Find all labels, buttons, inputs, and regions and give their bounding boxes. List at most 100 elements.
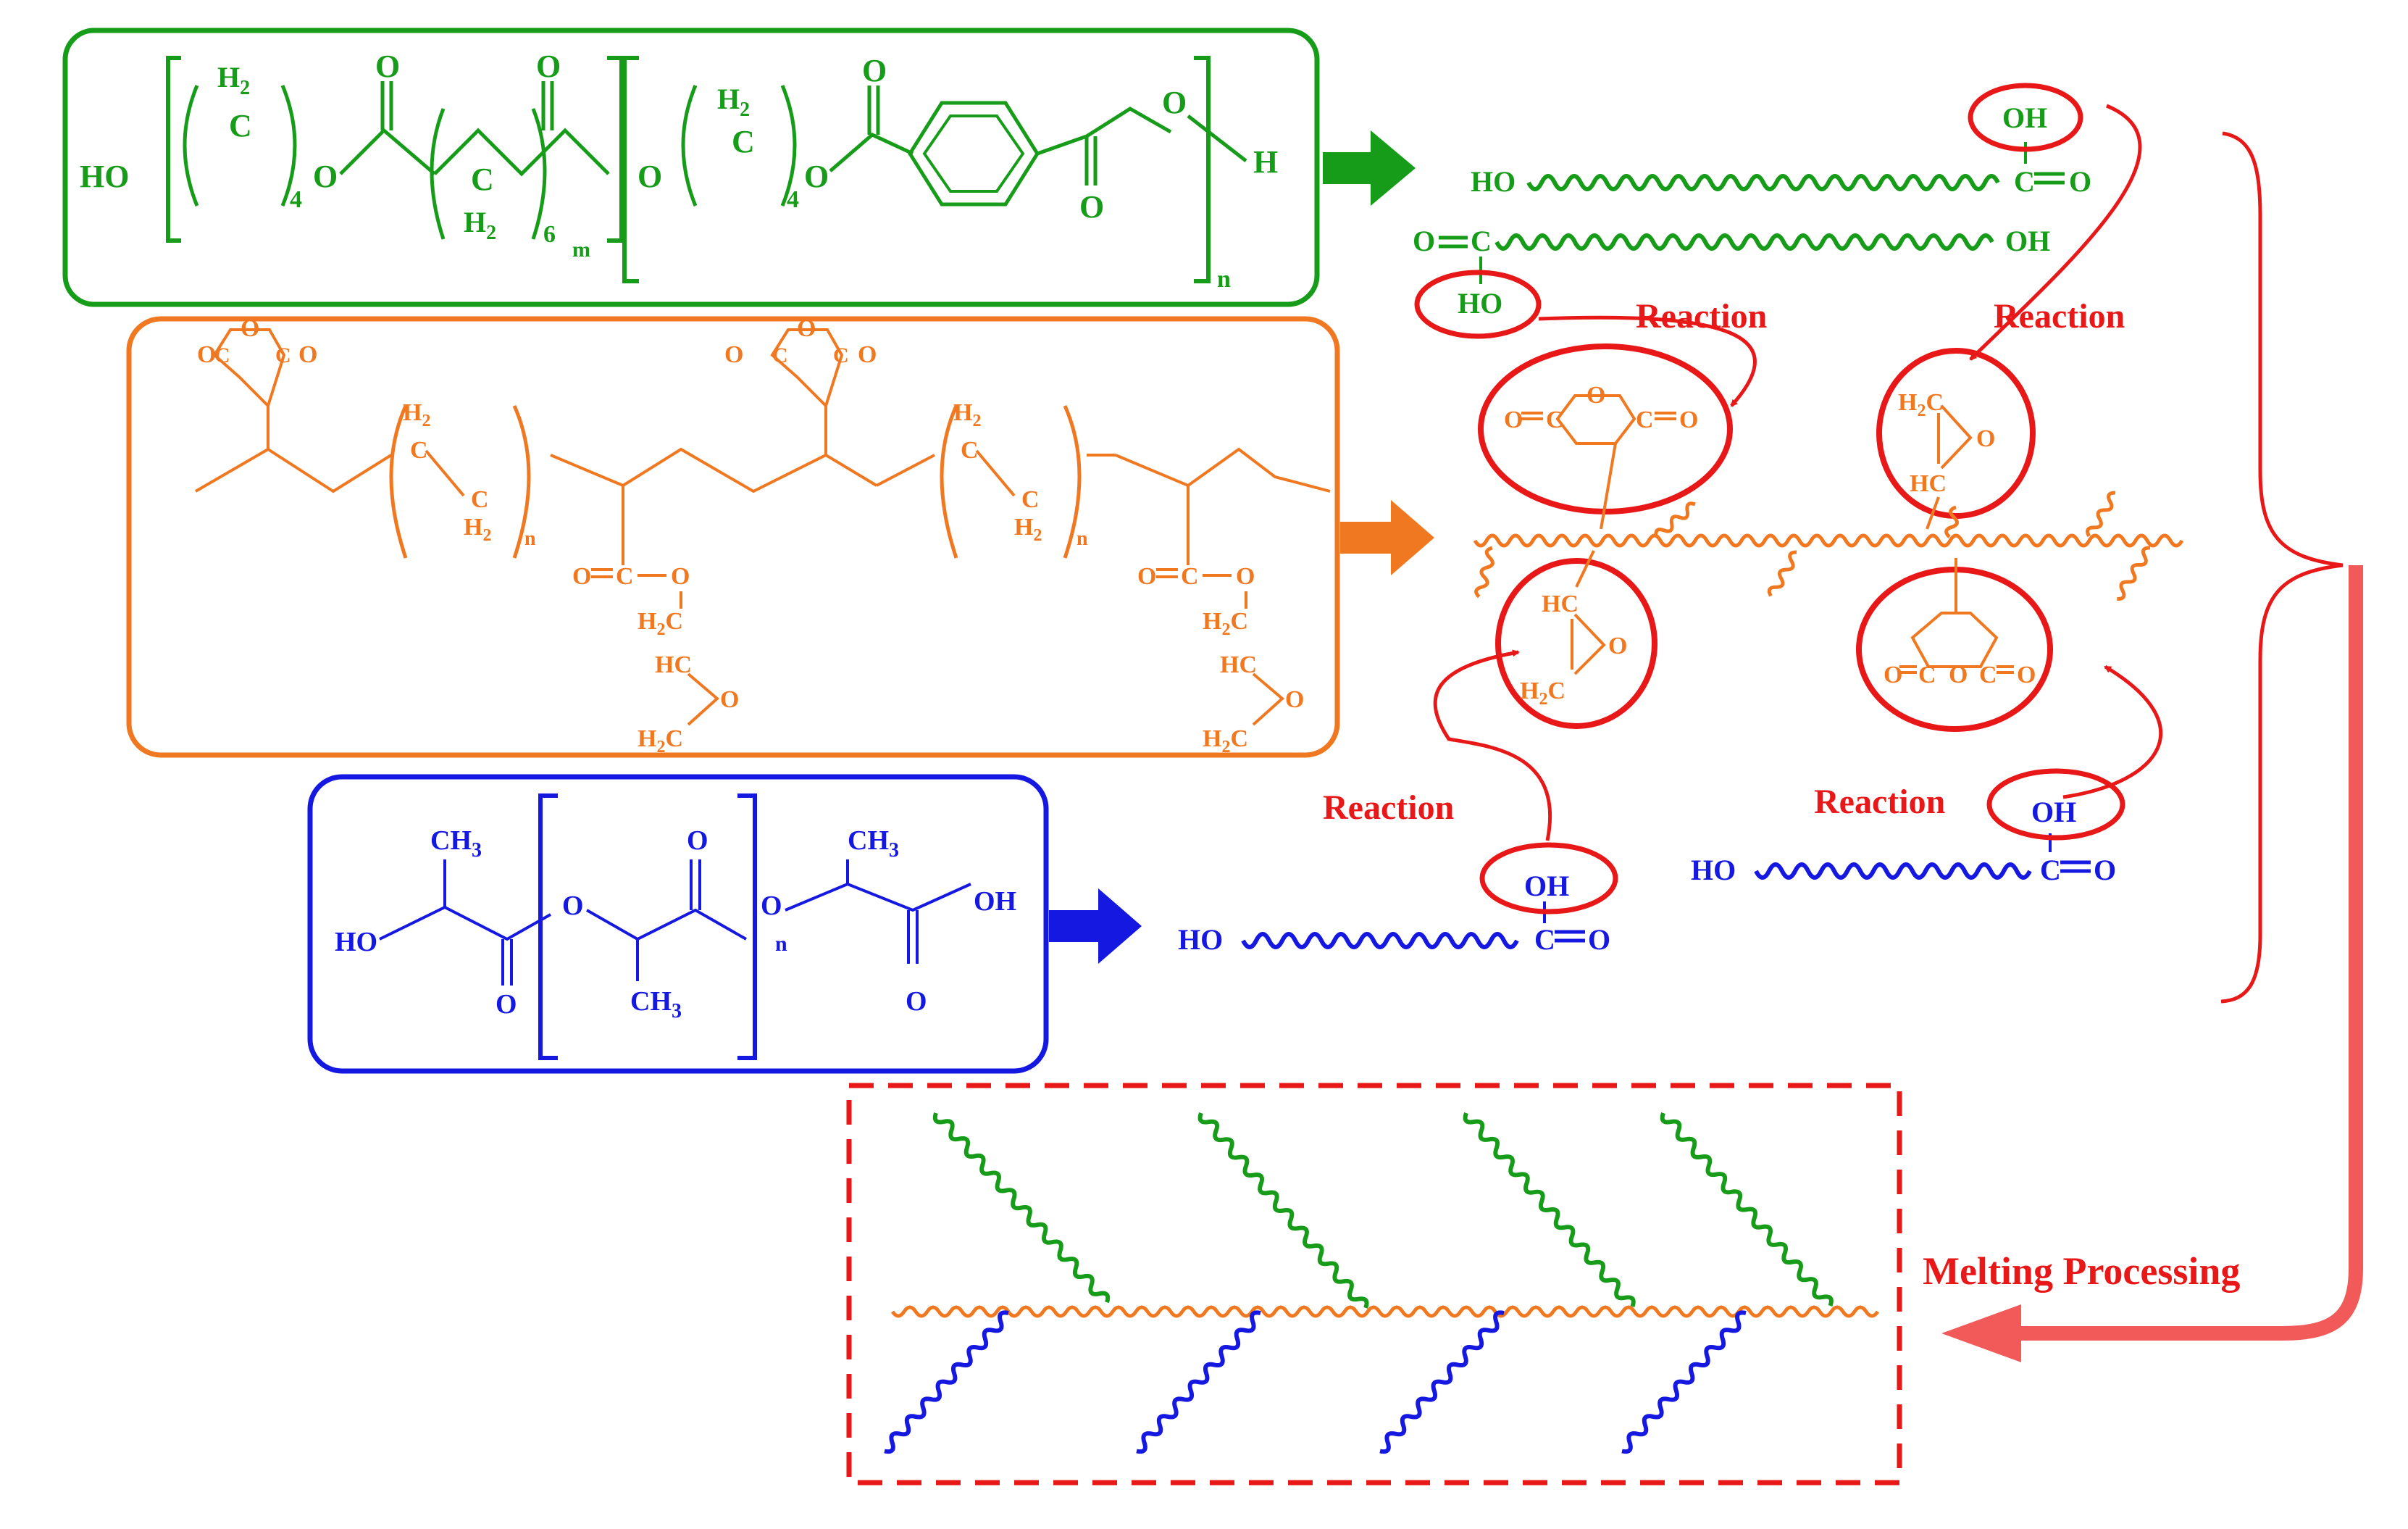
pbat-sub6: 6 <box>543 221 556 248</box>
reaction-arrow-4 <box>2062 664 2163 799</box>
reaction-labels: Reaction Reaction Reaction Reaction <box>1323 297 2125 827</box>
pla-o-a: O <box>562 891 584 921</box>
pla-frame <box>307 774 1049 1074</box>
compat-anh-left-o1: O <box>197 341 216 368</box>
orange-branch-4 <box>2086 491 2116 538</box>
pbat-c-b: C <box>471 162 494 197</box>
anh-top-o1: O <box>1504 407 1523 433</box>
compat-backbone-a <box>194 447 393 493</box>
compat-ester-right-o: O <box>1236 563 1255 590</box>
pla-bracket-left <box>538 793 558 1060</box>
pla-ch3-c: CH3 <box>848 825 899 862</box>
blue-chain1-oh: OH <box>1524 870 1569 902</box>
compat-ester-left-hc: HC <box>655 651 692 678</box>
pbat-bond-a <box>339 128 436 175</box>
epox-top-ring <box>1940 404 1973 470</box>
pbat-paren-right-b <box>531 108 547 240</box>
compat-c-a: C <box>410 437 428 464</box>
pbat-sub-m: m <box>572 238 590 262</box>
compat-anh-right-oring: O <box>797 315 816 342</box>
orange-branch-3 <box>1767 550 1797 597</box>
compat-ester-right-hc: HC <box>1220 651 1257 678</box>
pbat-paren-left-a <box>183 85 199 207</box>
anh-top-c2: C <box>1636 407 1654 433</box>
blue-chain-2: HO C O OH <box>1691 796 2116 886</box>
compat-anh-right-c2: C <box>833 343 849 367</box>
compatibilizer-structure-panel: O C O C O H2 C C H2 n O C O H2C HC O H2C… <box>126 315 1340 758</box>
compat-ester-right-oeq: O <box>1137 563 1156 590</box>
pbat-o-b: O <box>637 159 662 194</box>
product-pbat-graft-1 <box>932 1112 1111 1304</box>
circle-green-ho <box>1414 270 1542 339</box>
reaction-arrow-1 <box>1538 315 1757 407</box>
compatibilizer-frame <box>126 316 1340 758</box>
pbat-paren-right-a <box>280 85 297 207</box>
reaction-arrow-2 <box>1969 104 2142 361</box>
compat-paren-left-a <box>389 404 408 559</box>
compat-bond-a-inner <box>425 449 465 497</box>
compat-ester-left-c: C <box>616 563 634 590</box>
compat-backbone-b <box>550 447 878 493</box>
green-chain2-ho: HO <box>1458 287 1502 320</box>
compat-ester-left-epoxide-ring <box>687 672 720 726</box>
pbat-h-end: H <box>1253 144 1278 180</box>
pbat-bond-b <box>433 128 610 177</box>
pbat-sub4-a: 4 <box>290 186 302 213</box>
pbat-o-c: O <box>804 159 829 194</box>
product-pla-graft-1 <box>884 1310 1009 1454</box>
compat-ester-right-h2c: H2C <box>1203 608 1248 639</box>
orange-branch-1 <box>1474 546 1494 599</box>
compat-anh-right-o1: O <box>724 341 743 368</box>
pla-ch3-a: CH3 <box>430 825 482 862</box>
pla-o-carbonyl-a: O <box>496 989 517 1020</box>
compat-bond-b-left <box>876 454 935 487</box>
green-chain1-oh: OH <box>2002 101 2047 134</box>
pla-o-carbonyl-c: O <box>906 986 927 1017</box>
compat-ester-left-h2c: H2C <box>637 608 683 639</box>
blue-chain1-o: O <box>1588 923 1610 956</box>
blue-chain1-ho: HO <box>1178 923 1223 956</box>
benzene-ring <box>908 101 1040 207</box>
pbat-frame <box>62 28 1320 307</box>
compat-c-c: C <box>961 437 979 464</box>
melting-arrow-head <box>1941 1304 2021 1362</box>
pla-structure-panel: CH3 HO O O CH3 O n O CH3 OH O <box>307 774 1049 1074</box>
compat-c-d: C <box>1021 486 1040 513</box>
pla-oh: OH <box>974 886 1016 917</box>
compat-ester-right-c: C <box>1181 563 1199 590</box>
product-pla-graft-4 <box>1621 1310 1747 1454</box>
blue-chain-1: HO C O OH <box>1178 870 1610 956</box>
epox-bottom-bond-chain <box>1575 550 1595 588</box>
pla-arrow <box>1049 888 1142 964</box>
pbat-paren-left-b <box>430 108 446 240</box>
pbat-o-carbonyl-a: O <box>375 49 400 84</box>
pbat-ho: HO <box>80 159 129 194</box>
epox-top-o: O <box>1976 425 1995 452</box>
compat-anh-left-oring: O <box>241 315 259 342</box>
product-pbat-graft-2 <box>1197 1112 1369 1309</box>
green-chain2-c: C <box>1471 225 1492 257</box>
circle-epoxide-top <box>1876 348 2036 519</box>
blue-chain1-c: C <box>1534 923 1555 956</box>
reaction-label-4: Reaction <box>1814 783 1945 821</box>
anh-top-o2: O <box>1679 407 1698 433</box>
compat-anh-left-c2: C <box>275 343 291 367</box>
compat-anhydride-right-ring <box>770 328 844 409</box>
blue-chain2-ho: HO <box>1691 854 1736 886</box>
anhydride-top: O C O C O <box>1504 382 1698 530</box>
blue-chain2-o: O <box>2094 854 2116 886</box>
compat-anh-left-c1: C <box>214 343 230 367</box>
compat-c-b: C <box>471 486 489 513</box>
anh-top-oring: O <box>1586 382 1605 409</box>
blue-chain2-c: C <box>2040 854 2061 886</box>
epoxide-top: H2C O HC <box>1898 389 1995 530</box>
compat-paren-right-b <box>1063 404 1082 559</box>
anhydride-bottom: O C O C O <box>1884 558 2036 688</box>
product-box <box>846 1083 1902 1486</box>
reaction-label-1: Reaction <box>1636 297 1767 336</box>
compat-ester-left-h2c2: H2C <box>637 725 683 757</box>
grouping-brace <box>2220 131 2344 1004</box>
compat-anh-right-c1: C <box>772 343 788 367</box>
epox-bottom-h2c: H2C <box>1520 678 1565 709</box>
